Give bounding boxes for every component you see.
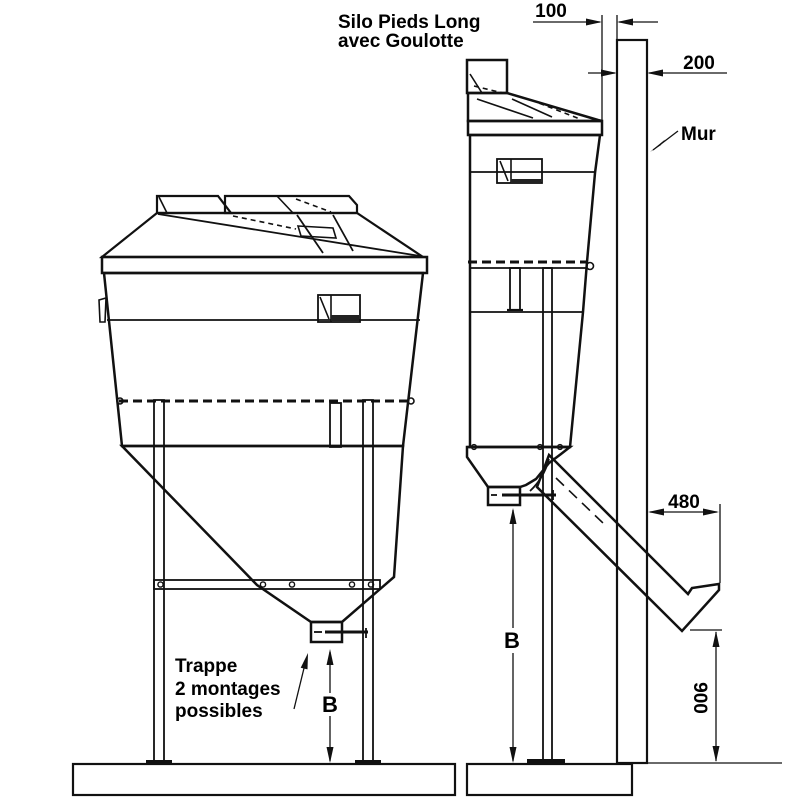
leg-side	[542, 267, 553, 763]
rear-leg-stub-side	[509, 267, 521, 311]
trappe-note-line1: Trappe	[175, 656, 237, 677]
dim-900-arrow-bottom	[712, 746, 720, 762]
dim-b-side-label: B	[504, 628, 520, 653]
dim-b-side-arrow-bottom	[509, 747, 517, 763]
lifting-lug	[98, 296, 107, 323]
dim-900-label: 900	[689, 682, 710, 714]
eave-band	[100, 255, 429, 275]
dim-b-side-arrow-top	[509, 508, 517, 524]
drawing-title-line1: Silo Pieds Long	[338, 12, 481, 33]
chute-centerline	[555, 477, 605, 525]
drawing-title-line2: avec Goulotte	[338, 31, 464, 52]
dim-200-arrow-right	[647, 69, 663, 77]
dim-480-lines	[650, 504, 721, 583]
roof-vent-cap-left	[155, 194, 234, 215]
dim-100-label: 100	[535, 1, 567, 22]
silo-roof	[98, 211, 427, 259]
roof-side	[466, 91, 603, 123]
roof-hip-seam	[157, 213, 421, 257]
roof-chute-seams	[296, 214, 354, 254]
dim-b-front-arrow-bottom	[326, 747, 334, 763]
roof-hidden-edge	[232, 215, 297, 230]
leg-left	[153, 399, 165, 763]
trappe-leader-arrow	[300, 653, 308, 670]
brace-bolts	[157, 581, 375, 588]
silo-side-view	[465, 58, 604, 764]
dim-b-front-label: B	[322, 692, 338, 717]
vent-cap-side-seam	[469, 73, 483, 94]
roof-vent-cap-right	[223, 194, 359, 215]
leg-right	[362, 399, 374, 763]
mur-leader-arrow	[650, 139, 665, 152]
flange-end-bolt	[116, 397, 124, 405]
side-hatch-slot	[331, 315, 359, 321]
dim-900-arrow-top	[712, 631, 720, 647]
ground-slab-left	[71, 762, 457, 797]
dim-b-side-text-mask	[499, 628, 526, 653]
dim-b-front-arrow-top	[326, 649, 334, 665]
chute-body	[535, 452, 721, 633]
trappe-note-line3: possibles	[175, 701, 263, 722]
dim-200-label: 200	[683, 53, 715, 74]
flange-hook	[585, 261, 595, 271]
eave-band-side	[466, 119, 604, 137]
flange-end-bolt	[407, 397, 415, 405]
side-hatch-side-flap	[499, 159, 512, 183]
roof-chute-opening	[296, 225, 338, 239]
ground-slab-right	[465, 762, 634, 797]
vent-cap-hidden-edge	[295, 198, 332, 213]
vent-cap-side-hidden	[473, 85, 504, 94]
hopper-side	[465, 445, 574, 489]
rear-leg-stub	[329, 402, 342, 448]
silo-body	[102, 271, 425, 448]
dim-480-arrow-left	[648, 508, 664, 516]
dim-100-arrow-right	[586, 18, 602, 26]
wall-label: Mur	[681, 124, 716, 145]
dim-100-lines	[533, 15, 658, 121]
roof-side-seams	[476, 98, 553, 119]
leg-cross-brace	[153, 579, 381, 590]
leg-foot-right	[355, 760, 381, 764]
vent-cap-left-seam	[158, 196, 168, 214]
side-hatch	[317, 294, 361, 323]
dim-b-front-text-mask	[316, 693, 343, 716]
dim-100-arrow-left	[617, 18, 633, 26]
dimension-lines	[293, 15, 727, 763]
wall	[615, 38, 782, 765]
vent-cap-right-seam	[276, 195, 294, 214]
dim-480-label: 480	[668, 492, 700, 513]
dim-200-arrow-left	[601, 69, 617, 77]
text-labels: Silo Pieds Long avec Goulotte 100 200 Mu…	[175, 1, 716, 722]
leg-foot-left	[146, 760, 172, 764]
vent-cap-side	[465, 58, 509, 95]
ground	[71, 762, 634, 797]
goulotte-chute	[535, 452, 721, 633]
dim-900-lines	[690, 629, 722, 761]
silo-front-view	[98, 194, 429, 764]
side-hatch-side-slot	[511, 179, 541, 183]
dim-480-arrow-right	[703, 508, 719, 516]
side-hatch-flap	[319, 295, 332, 322]
brick-wall	[615, 38, 649, 765]
trappe-note-line2: 2 montages	[175, 679, 281, 700]
leg-foot-side	[527, 759, 565, 764]
